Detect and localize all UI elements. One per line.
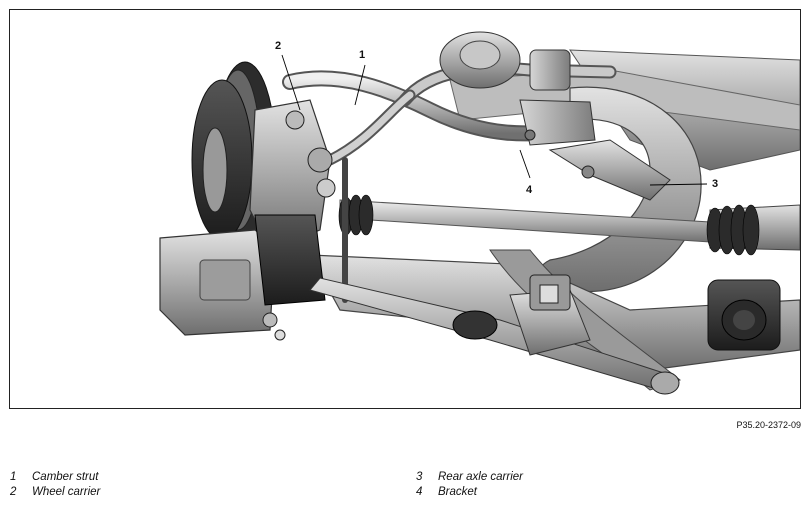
leader-line-4 [519, 149, 531, 179]
legend-number: 4 [416, 486, 423, 498]
suspension-illustration: 1 2 3 4 [9, 9, 801, 409]
callout-3: 3 [712, 178, 719, 190]
bracket [519, 99, 671, 201]
legend-number: 2 [10, 486, 17, 498]
legend-number: 1 [10, 471, 17, 483]
callout-1: 1 [359, 49, 366, 61]
legend-item-3: 3 Rear axle carrier [416, 471, 523, 483]
lower-arm [309, 274, 680, 395]
upper-mount [439, 31, 571, 91]
legend-label: Bracket [438, 486, 477, 498]
leader-line-3 [649, 183, 708, 186]
leader-lines [281, 54, 708, 186]
document-reference: P35.20-2372-09 [736, 420, 801, 430]
brake-caliper [159, 214, 326, 341]
legend-label: Rear axle carrier [438, 471, 523, 483]
rubber-mount [707, 279, 781, 351]
wheel-carrier [249, 99, 336, 251]
legend-label: Wheel carrier [32, 486, 101, 498]
leader-line-2 [281, 54, 301, 111]
legend-number: 3 [416, 471, 423, 483]
callout-4: 4 [526, 184, 533, 196]
legend-item-2: 2 Wheel carrier [10, 486, 100, 498]
legend-item-1: 1 Camber strut [10, 471, 98, 483]
callout-2: 2 [275, 40, 282, 52]
leader-line-1 [354, 64, 366, 106]
brake-disc [191, 61, 276, 241]
drive-shaft [338, 194, 800, 256]
legend-label: Camber strut [32, 471, 99, 483]
legend-item-4: 4 Bracket [416, 486, 477, 498]
